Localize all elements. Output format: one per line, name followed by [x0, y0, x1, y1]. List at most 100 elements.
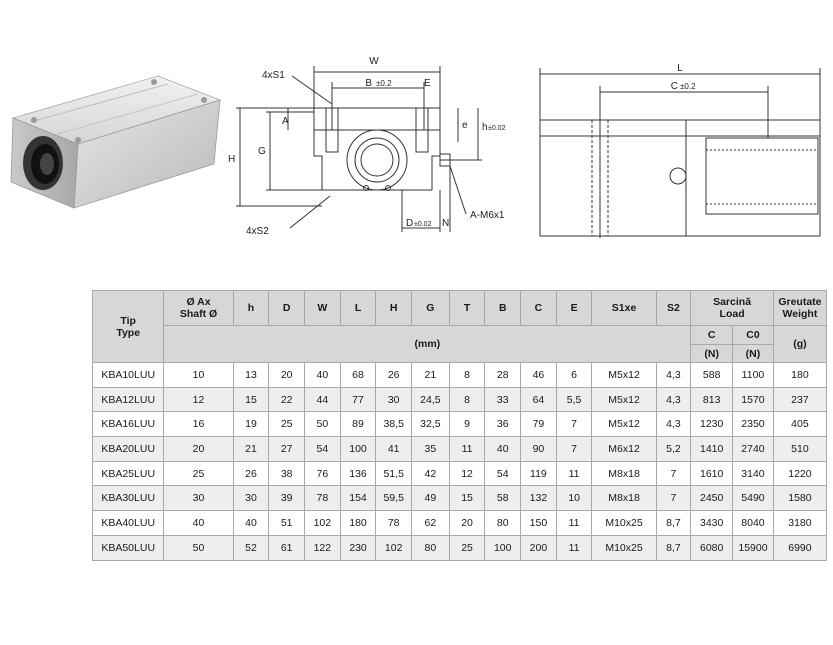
table-cell: 154	[339, 485, 377, 512]
header-load-label: Sarcină Load	[713, 296, 752, 320]
header-T: T	[448, 290, 486, 326]
table-cell: 510	[772, 436, 828, 462]
table-cell: 20	[268, 362, 306, 388]
table-cell-type: KBA50LUU	[91, 534, 165, 561]
table-cell: 9	[448, 411, 486, 438]
table-cell: 100	[339, 436, 377, 462]
table-cell: 21	[411, 362, 450, 388]
label-C-tol: ±0.2	[680, 82, 696, 91]
header-type: Tip Type	[91, 290, 165, 363]
label-N: N	[442, 218, 449, 229]
table-cell: 1570	[732, 386, 774, 413]
table-cell: 24,5	[411, 386, 450, 413]
table-cell-type: KBA40LUU	[91, 510, 165, 536]
header-load-C0: C0	[732, 325, 774, 345]
label-L: L	[677, 63, 683, 74]
table-cell: 52	[232, 534, 270, 561]
table-cell: 16	[163, 411, 234, 438]
table-cell: 58	[484, 485, 522, 512]
table-cell: 80	[411, 534, 450, 561]
table-cell: 100	[484, 534, 522, 561]
table-cell: 27	[268, 436, 306, 462]
table-cell-type: KBA16LUU	[91, 411, 165, 438]
spec-table: Tip Type Ø Ax Shaft Ø h D W L H G T B C …	[91, 290, 828, 561]
table-cell: 12	[163, 386, 234, 413]
table-cell: 7	[655, 485, 692, 512]
table-cell: 40	[163, 510, 234, 536]
header-shaft-label: Ø Ax Shaft Ø	[179, 296, 218, 320]
table-cell: 132	[520, 485, 557, 512]
table-cell: 405	[772, 411, 828, 438]
header-shaft: Ø Ax Shaft Ø	[163, 290, 234, 326]
table-cell: 46	[520, 362, 557, 388]
table-cell: 1230	[690, 411, 734, 438]
table-cell: M5x12	[591, 362, 657, 388]
table-cell: M10x25	[591, 510, 657, 536]
table-cell: 3430	[690, 510, 734, 536]
table-cell: 35	[411, 436, 450, 462]
table-cell: 19	[232, 411, 270, 438]
table-cell: 3180	[772, 510, 828, 536]
table-cell: 1610	[690, 460, 734, 487]
table-header-row: Tip Type Ø Ax Shaft Ø h D W L H G T B C …	[91, 290, 828, 363]
table-cell: 4,3	[655, 362, 692, 388]
table-cell: 40	[232, 510, 270, 536]
product-photo	[10, 75, 222, 209]
table-cell: 36	[484, 411, 522, 438]
header-W: W	[304, 290, 341, 326]
header-n-unit-1: (N)	[690, 344, 734, 363]
table-cell: 54	[484, 460, 522, 487]
table-cell: 13	[232, 362, 270, 388]
table-cell: 136	[339, 460, 377, 487]
label-h: h	[482, 122, 488, 133]
table-cell: 150	[520, 510, 557, 536]
table-cell-type: KBA10LUU	[91, 362, 165, 388]
table-cell: M10x25	[591, 534, 657, 561]
table-cell: 20	[448, 510, 486, 536]
table-cell: 6990	[772, 534, 828, 561]
table-cell: 7	[555, 411, 593, 438]
table-cell: 11	[555, 510, 593, 536]
label-D-tol: ±0.02	[414, 221, 432, 228]
table-cell: 59,5	[375, 485, 413, 512]
table-cell: 15900	[732, 534, 774, 561]
table-cell: 4,3	[655, 411, 692, 438]
table-cell: 79	[520, 411, 557, 438]
label-S1: 4xS1	[262, 70, 285, 81]
table-cell: 1100	[732, 362, 774, 388]
table-cell: 51,5	[375, 460, 413, 487]
header-S2: S2	[655, 290, 692, 326]
table-subheader-row: (mm) C C0 (g)	[93, 325, 828, 363]
table-cell: 78	[375, 510, 413, 536]
table-cell-type: KBA30LUU	[91, 485, 165, 512]
table-cell: 102	[304, 510, 341, 536]
table-cell: 5,2	[655, 436, 692, 462]
table-cell: 26	[375, 362, 413, 388]
header-L: L	[339, 290, 377, 326]
label-A-M6: A-M6x1	[470, 210, 505, 221]
table-cell: 1410	[690, 436, 734, 462]
table-cell: 230	[339, 534, 377, 561]
header-mm-unit: (mm)	[163, 325, 692, 363]
table-cell: 102	[375, 534, 413, 561]
table-cell-type: KBA25LUU	[91, 460, 165, 487]
table-cell: M5x12	[591, 411, 657, 438]
table-cell: 20	[163, 436, 234, 462]
table-cell: 38,5	[375, 411, 413, 438]
table-cell: 122	[304, 534, 341, 561]
table-cell: 33	[484, 386, 522, 413]
table-cell: 25	[268, 411, 306, 438]
table-cell: 49	[411, 485, 450, 512]
table-cell: 8,7	[655, 510, 692, 536]
table-cell: 15	[448, 485, 486, 512]
table-cell: 38	[268, 460, 306, 487]
table-cell: 2350	[732, 411, 774, 438]
table-cell: 8	[448, 362, 486, 388]
table-cell: 11	[448, 436, 486, 462]
header-G: G	[411, 290, 450, 326]
table-cell: 8040	[732, 510, 774, 536]
